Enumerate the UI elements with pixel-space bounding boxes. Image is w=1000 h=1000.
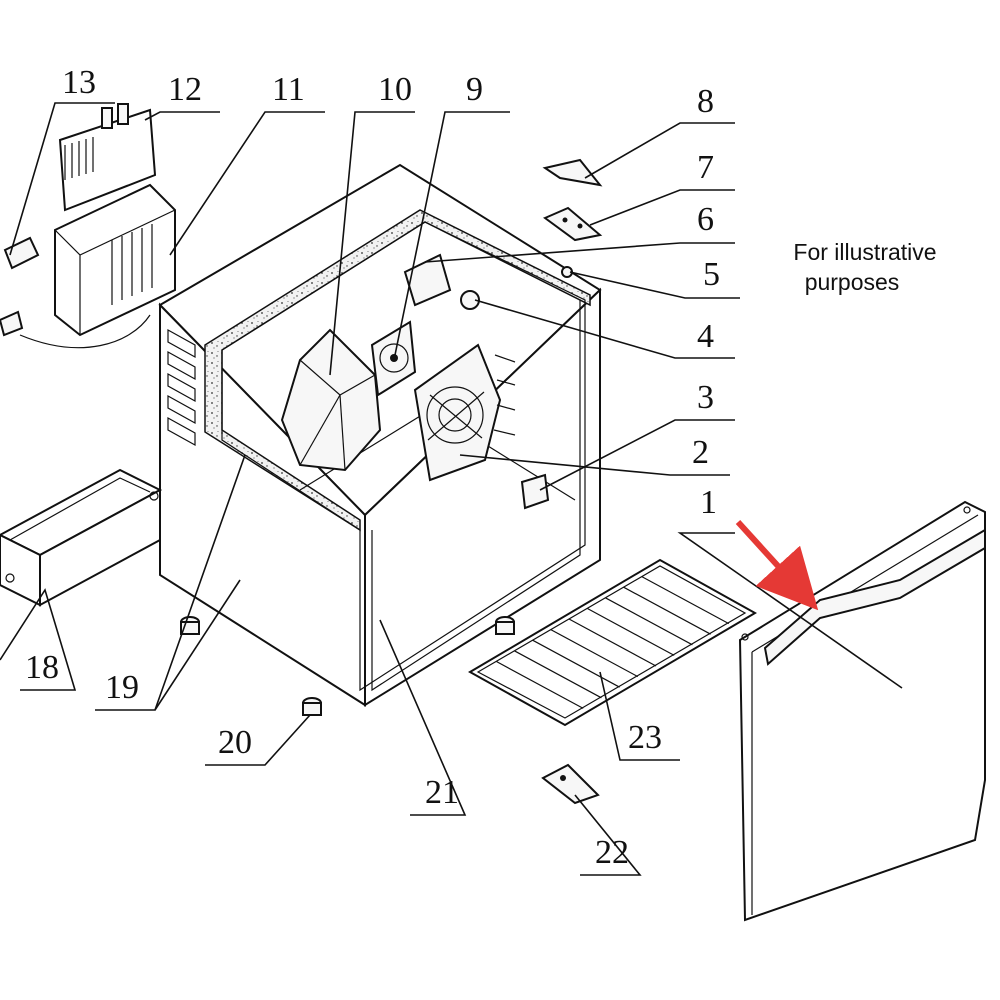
shelf-bar <box>641 576 730 625</box>
leveling-foot-1 <box>180 616 200 635</box>
callout-22: 22 <box>595 834 629 871</box>
highlight-arrow <box>735 519 819 611</box>
callout-3: 3 <box>697 379 714 416</box>
callout-2: 2 <box>692 434 709 471</box>
door-catch <box>520 473 550 510</box>
illustrative-note-line2: purposes <box>805 269 900 295</box>
leader-lines <box>0 102 903 876</box>
control-board <box>58 103 157 212</box>
vent-slots <box>167 328 196 447</box>
callout-7: 7 <box>697 149 714 186</box>
illustrative-note-line1: For illustrative <box>793 239 936 265</box>
wire-shelf <box>467 558 758 727</box>
shelf-bar <box>623 586 711 635</box>
callout-11: 11 <box>272 71 305 108</box>
callout-13: 13 <box>62 64 96 101</box>
shelf-bar <box>586 607 675 656</box>
thermostat-box <box>403 253 452 307</box>
callout-1: 1 <box>700 484 717 521</box>
door-shelf <box>0 468 163 607</box>
leveling-foot-2 <box>495 616 515 635</box>
callout-6: 6 <box>697 201 714 238</box>
inner-heat-sink <box>413 343 516 482</box>
callout-5: 5 <box>703 256 720 293</box>
power-cord-plug <box>0 236 40 337</box>
shelf-bar <box>550 629 639 678</box>
callout-23: 23 <box>628 719 662 756</box>
knob <box>460 290 480 310</box>
callout-8: 8 <box>697 83 714 120</box>
shelf-bar <box>495 660 584 709</box>
callout-12: 12 <box>168 71 202 108</box>
shelf-bar <box>605 597 693 646</box>
hinge-bracket <box>541 763 600 805</box>
callout-18: 18 <box>25 649 59 686</box>
power-supply <box>19 183 176 349</box>
inner-fan <box>370 320 417 397</box>
callout-19: 19 <box>105 669 139 706</box>
cabinet-body <box>158 163 602 707</box>
inner-cooling-module <box>280 328 382 472</box>
shelf-bar <box>514 650 602 699</box>
callout-21: 21 <box>425 774 459 811</box>
leveling-foot-3 <box>302 697 322 716</box>
callout-10: 10 <box>378 71 412 108</box>
shelf-bar <box>568 618 657 667</box>
top-hinge <box>543 206 603 242</box>
callout-4: 4 <box>697 318 714 355</box>
callout-labels: 13 12 11 10 9 8 7 6 5 4 3 2 1 18 19 20 2… <box>25 64 720 871</box>
hinge-cover <box>542 158 603 187</box>
callout-9: 9 <box>466 71 483 108</box>
shelf-bar <box>532 639 620 688</box>
callout-20: 20 <box>218 724 252 761</box>
